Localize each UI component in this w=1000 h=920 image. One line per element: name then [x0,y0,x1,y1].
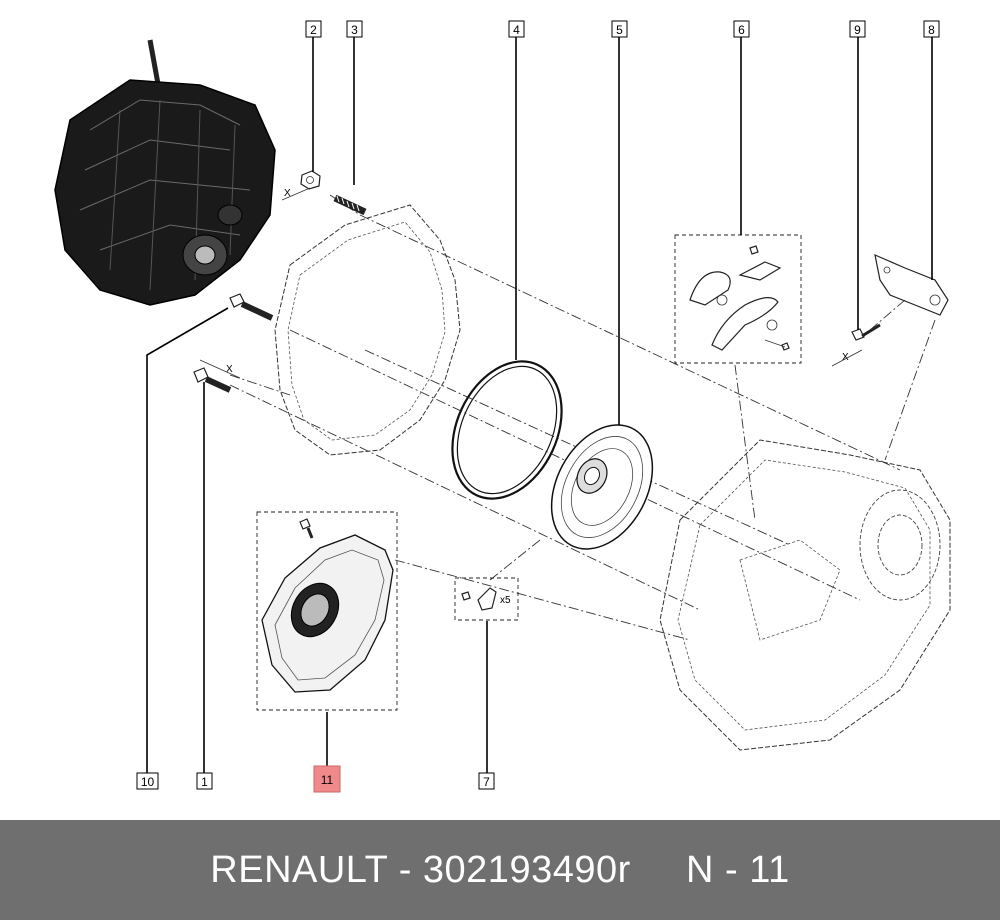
callout-6: 6 [733,20,750,38]
part-number-footer: RENAULT - 302193490r N - 11 [0,820,1000,920]
o-ring-part-4 [451,360,563,500]
callout-7: 7 [478,772,495,790]
housing-gasket-outline [274,204,461,456]
bolt-part-10 [229,293,274,321]
screw-part-9 [851,323,881,341]
x-marker-bolt: X [226,364,233,375]
callout-2-label: 2 [310,23,317,37]
part-number-text: RENAULT - 302193490r N - 11 [210,849,790,891]
housing-cover-part-11 [256,511,398,711]
callout-2: 2 [305,20,322,38]
callout-8-label: 8 [928,23,935,37]
x-marker-screw: X [842,352,849,363]
callout-11-label: 11 [321,773,334,787]
bolt-part-1 [193,367,232,393]
callout-4: 4 [508,20,525,38]
bracket-part-8 [874,253,949,316]
callout-10: 10 [136,772,159,790]
exploded-parts-diagram: X X [54,20,951,793]
nut-part-2 [300,170,321,190]
engine-assembly [54,39,276,306]
leader-lines [146,37,933,773]
callout-7-label: 7 [483,775,490,789]
callout-3: 3 [346,20,363,38]
qty-marker: x5 [500,595,511,606]
callout-10-label: 10 [141,775,155,789]
callout-9-label: 9 [854,23,861,37]
gearbox-housing-outline [659,439,951,751]
stud-part-3 [333,194,367,216]
callout-1-label: 1 [201,775,208,789]
clip-kit-part-7: x5 [454,577,519,621]
callout-11: 11 [313,765,341,793]
callout-9: 9 [849,20,866,38]
callout-4-label: 4 [513,23,520,37]
callout-1: 1 [196,772,213,790]
x-marker-nut: X [284,188,291,199]
callout-3-label: 3 [351,23,358,37]
hose-kit-part-6 [674,234,802,364]
callout-5-label: 5 [616,23,623,37]
callout-6-label: 6 [738,23,745,37]
disc-part-5 [550,424,654,550]
callout-8: 8 [923,20,940,38]
callout-5: 5 [611,20,628,38]
